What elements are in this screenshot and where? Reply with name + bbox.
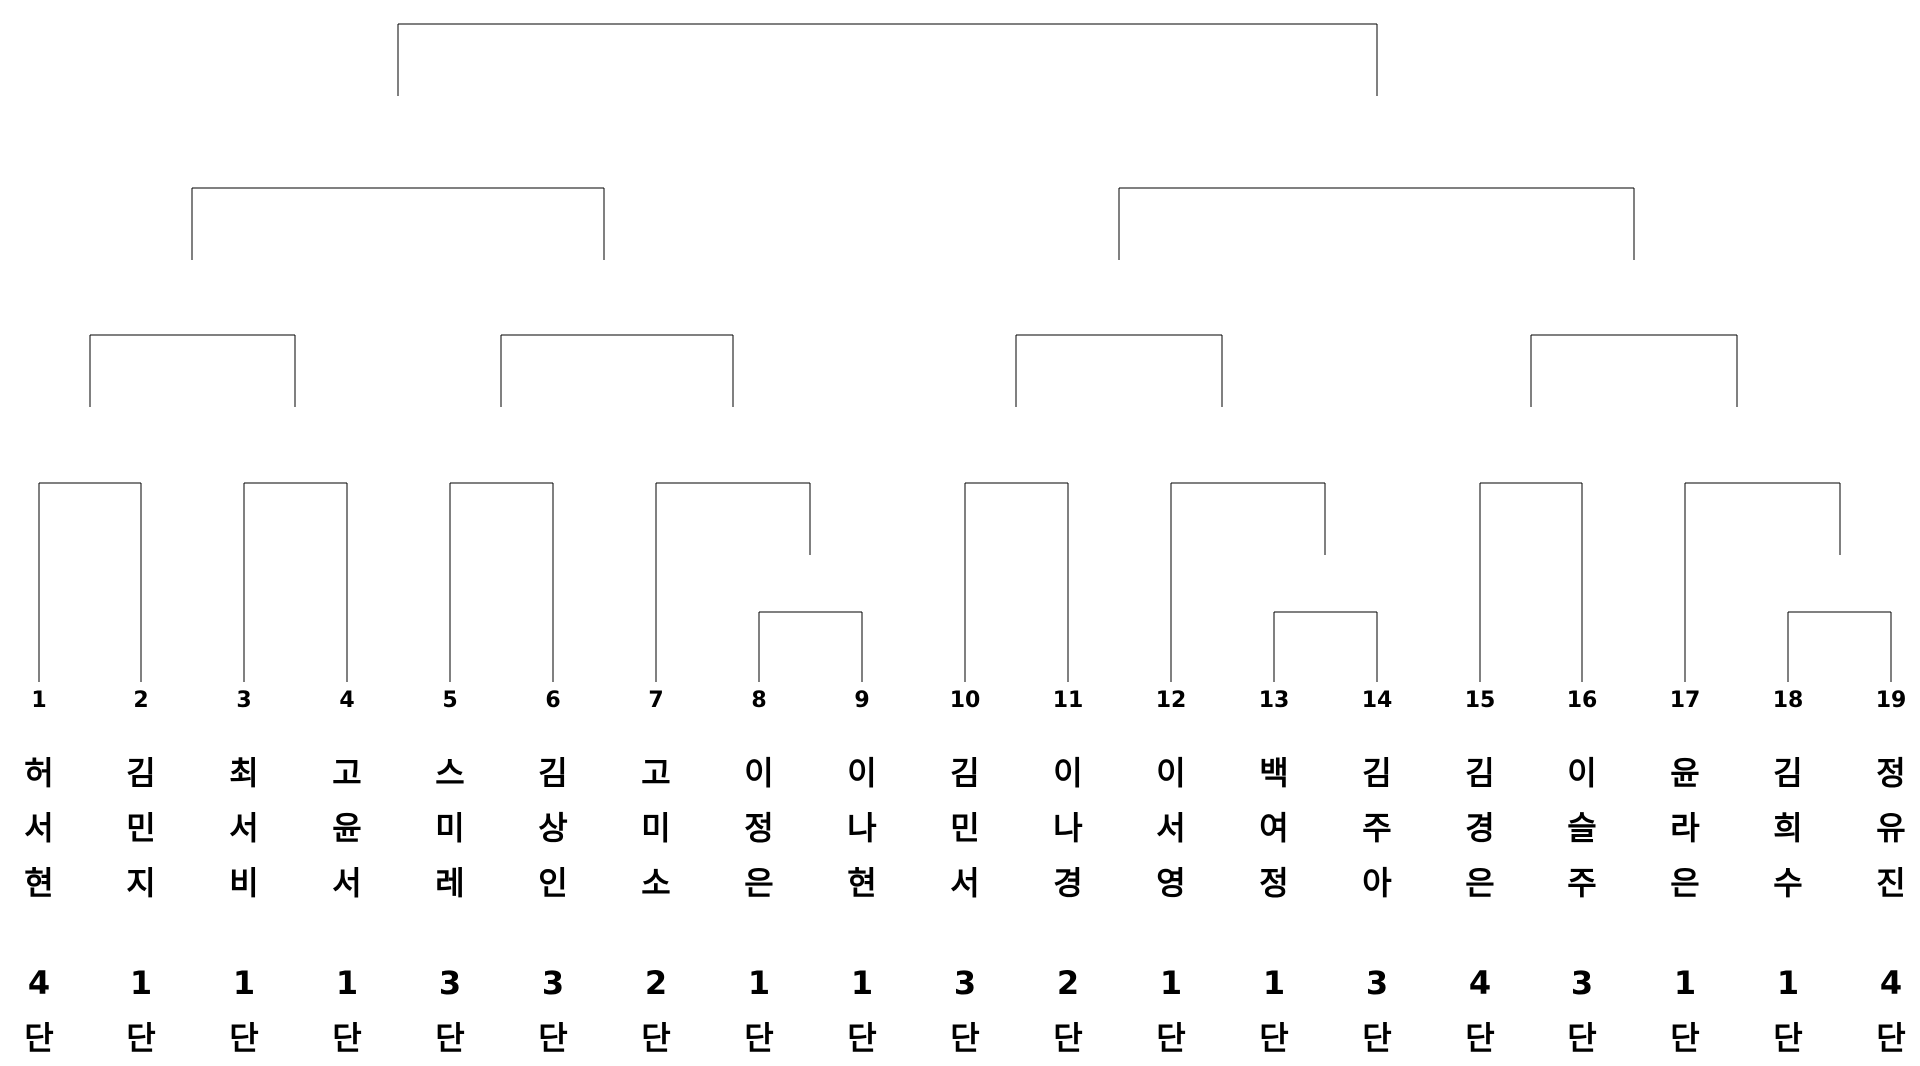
player-seed: 16 (1566, 688, 1598, 713)
bracket-match-7-8-9 (655, 482, 863, 682)
player-seed: 9 (854, 688, 870, 713)
bracket-match-1-2 (38, 482, 142, 682)
bracket-quarterfinal-4 (1530, 334, 1738, 407)
player-seed: 1 (31, 688, 47, 713)
player-seed: 7 (648, 688, 664, 713)
bracket-quarterfinal-3 (1015, 334, 1223, 407)
player-seed: 5 (442, 688, 458, 713)
player-seed: 14 (1361, 688, 1393, 713)
player-seed: 18 (1772, 688, 1804, 713)
player-seed: 4 (339, 688, 355, 713)
player-seed: 12 (1155, 688, 1187, 713)
player-seed: 15 (1464, 688, 1496, 713)
bracket-match-5-6 (449, 482, 554, 682)
player-seed: 10 (949, 688, 981, 713)
player-seed: 19 (1875, 688, 1907, 713)
bracket-semifinal-left (191, 187, 605, 260)
player-seed: 6 (545, 688, 561, 713)
bracket-match-12-13-14 (1170, 482, 1378, 682)
player-seed: 13 (1258, 688, 1290, 713)
bracket-semifinal-right (1118, 187, 1635, 260)
bracket-quarterfinal-2 (500, 334, 734, 407)
player-seed: 2 (133, 688, 149, 713)
bracket-quarterfinal-1 (89, 334, 296, 407)
bracket-match-17-18-19 (1684, 482, 1892, 682)
bracket-match-3-4 (243, 482, 348, 682)
bracket-match-15-16 (1479, 482, 1583, 682)
player-seed: 11 (1052, 688, 1084, 713)
player-seed: 8 (751, 688, 767, 713)
bracket-match-10-11 (964, 482, 1069, 682)
player-seed: 3 (236, 688, 252, 713)
bracket-final (397, 23, 1378, 96)
player-seed: 17 (1669, 688, 1701, 713)
